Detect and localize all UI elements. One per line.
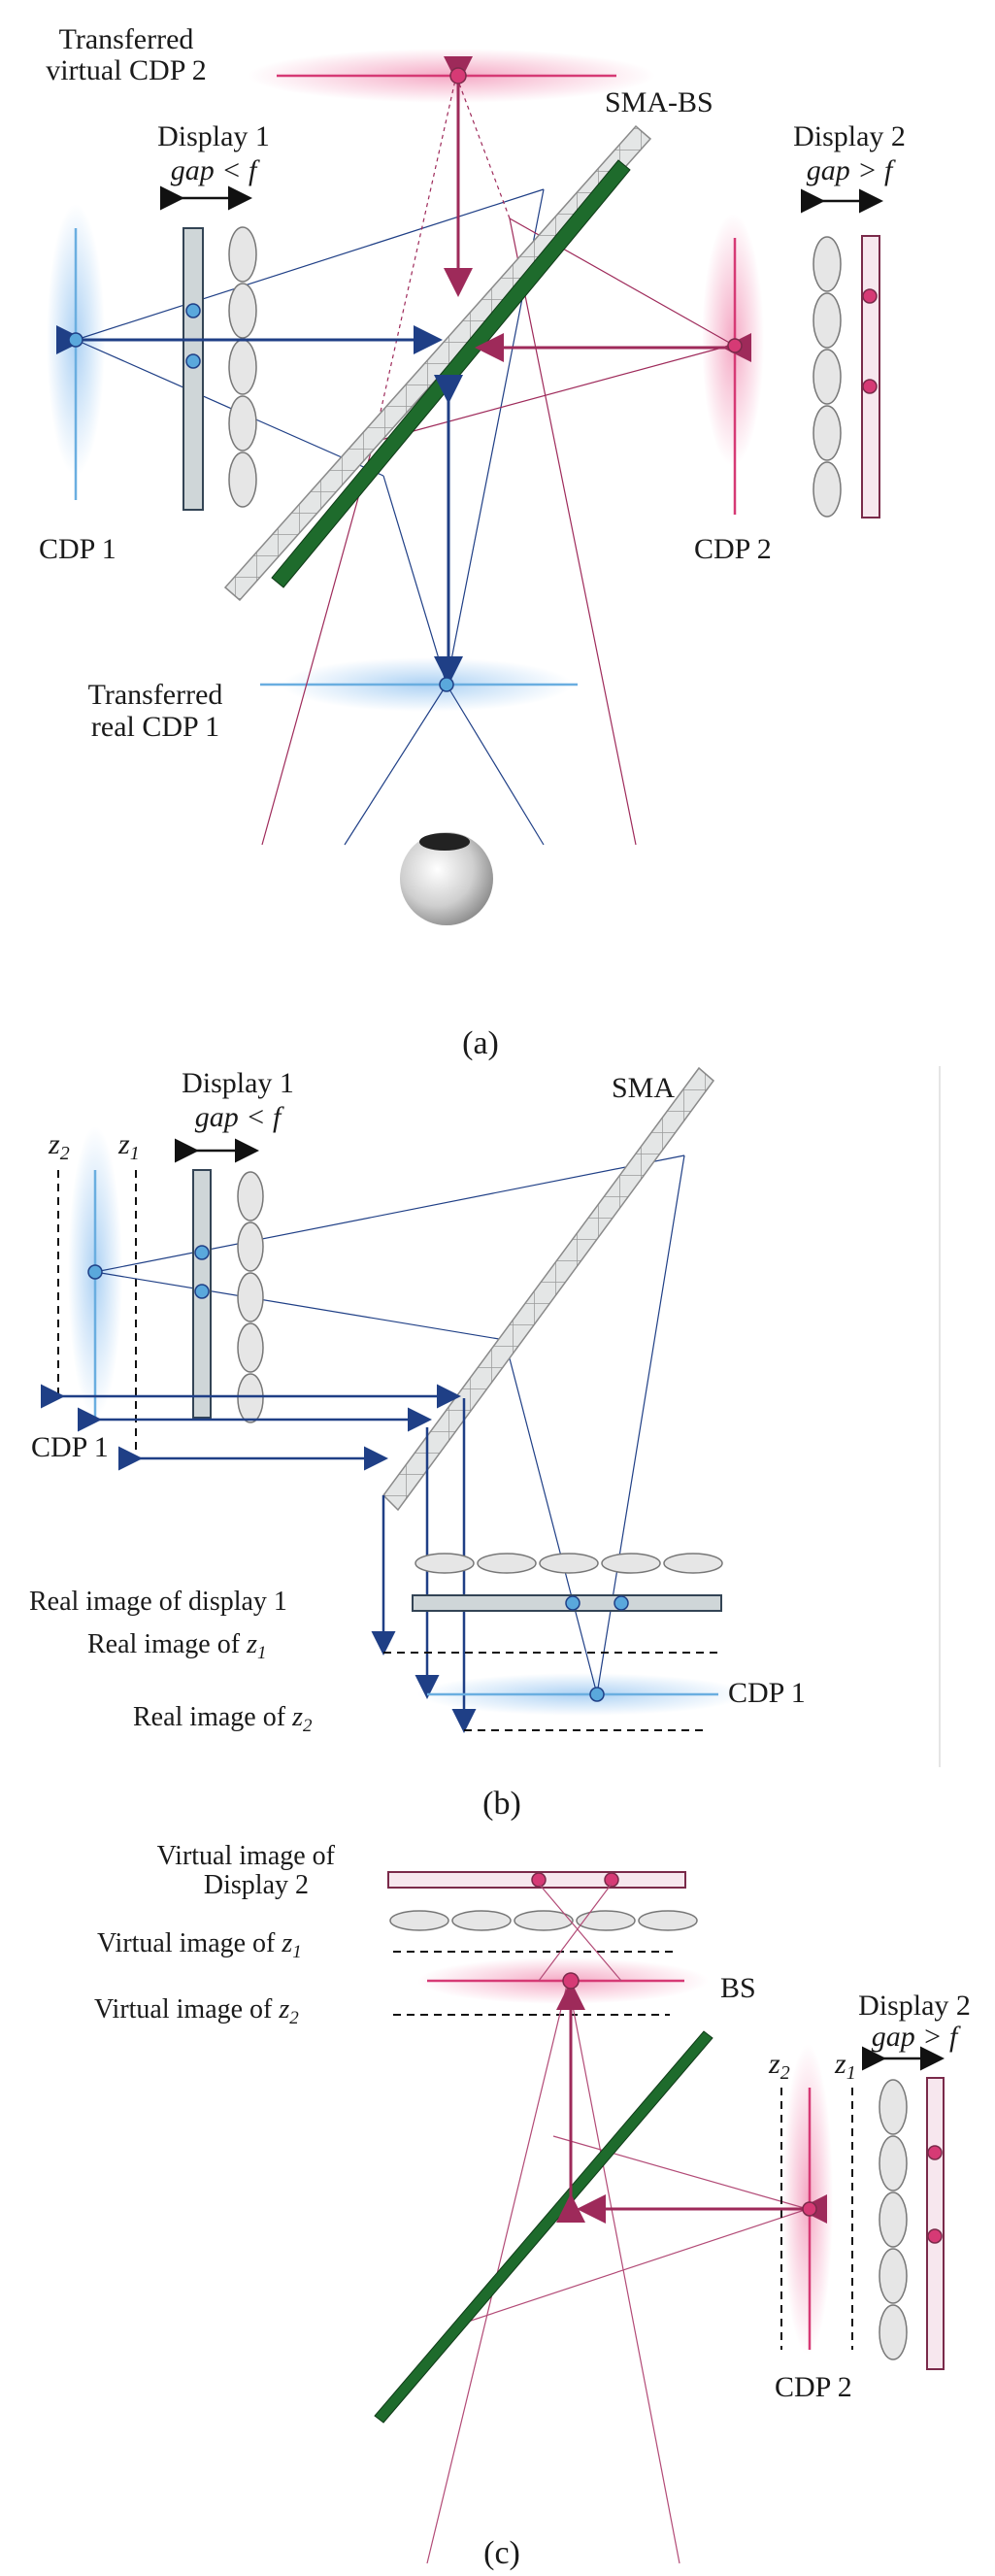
sma-bs-element	[223, 124, 652, 602]
display1-panel	[182, 227, 204, 511]
caption-c: (c)	[483, 2535, 520, 2571]
display1-pixel-b1	[194, 1245, 210, 1260]
display2-label-c: Display 2	[858, 1990, 971, 2022]
sma-bs-label: SMA-BS	[605, 86, 713, 118]
panel-c: Virtual image of Display 2 Virtual image…	[94, 1841, 971, 2571]
transferred-real-label-1: Transferred	[88, 679, 223, 711]
sma-label-b: SMA	[612, 1072, 675, 1104]
real-cdp1-point	[439, 677, 454, 692]
panel-b: Display 1 gap < f SMA z2 z1 CDP 1 Real i…	[29, 1066, 941, 1822]
z2-label-c: z2	[768, 2048, 790, 2084]
cdp2-point	[727, 338, 743, 353]
z2-label-b: z2	[48, 1128, 70, 1164]
sma-element-b	[382, 1066, 715, 1512]
display1-pixel-2	[185, 353, 201, 369]
display2-pixel-c1	[927, 2145, 943, 2160]
display2-pixel-c2	[927, 2228, 943, 2244]
display1-label: Display 1	[157, 120, 270, 152]
display1-gap-label-b: gap < f	[195, 1101, 284, 1133]
real-image-z1-label: Real image of z1	[87, 1629, 266, 1663]
display1-pixel-b2	[194, 1284, 210, 1299]
virtual-cdp2-point-c	[562, 1972, 580, 1990]
bs-label-c: BS	[720, 1972, 756, 2004]
virtual-image-label-1: Virtual image of	[157, 1841, 336, 1871]
display2-panel	[861, 235, 880, 519]
display1-gap-label: gap < f	[171, 154, 260, 186]
cdp2-glow-c	[782, 2044, 833, 2355]
cdp1-label: CDP 1	[39, 533, 116, 565]
cdp1-right-label-b: CDP 1	[728, 1677, 806, 1709]
virtual-image-pixel-2	[604, 1872, 619, 1888]
display2-pixel-2	[862, 379, 878, 394]
real-image-display1-label: Real image of display 1	[29, 1587, 287, 1617]
depth-arrows-b	[41, 1384, 477, 1733]
display2-label: Display 2	[793, 120, 906, 152]
cdp2-point-c	[802, 2201, 817, 2217]
transferred-virtual-label-1: Transferred	[59, 23, 194, 55]
real-cdp1-point-b	[589, 1687, 605, 1702]
rays-b	[94, 1154, 685, 1695]
panel-a: Transferred virtual CDP 2 SMA-BS Display…	[39, 23, 906, 1061]
virtual-image-z1-label: Virtual image of z1	[97, 1928, 302, 1962]
z1-label-b: z1	[117, 1128, 140, 1164]
cdp1-left-label-b: CDP 1	[31, 1431, 109, 1463]
z1-label-c: z1	[834, 2048, 856, 2084]
bs-element-c	[374, 2030, 713, 2424]
virtual-image-label-2: Display 2	[204, 1870, 309, 1900]
real-image-z2-label: Real image of z2	[133, 1702, 313, 1736]
display2-pixel-1	[862, 288, 878, 304]
display2-lenslets-c	[879, 2079, 908, 2360]
display1-pixel-1	[185, 303, 201, 318]
virtual-image-lenslets	[389, 1910, 698, 1931]
transferred-virtual-label-2: virtual CDP 2	[46, 54, 207, 86]
display1-lenslets-b	[237, 1171, 264, 1423]
transferred-real-label-2: real CDP 1	[91, 711, 219, 743]
caption-a: (a)	[462, 1025, 499, 1061]
cdp1-point-b	[87, 1264, 103, 1280]
display1-lenslets	[228, 226, 257, 508]
real-image-lenslets	[415, 1553, 723, 1574]
real-image-pixel-1	[565, 1595, 580, 1611]
cdp2-label-c: CDP 2	[775, 2371, 852, 2403]
caption-b: (b)	[482, 1786, 521, 1822]
display2-gap-label: gap > f	[807, 154, 896, 186]
virtual-image-pixel-1	[531, 1872, 547, 1888]
eye	[400, 832, 493, 925]
display2-gap-label-c: gap > f	[872, 2021, 961, 2053]
cdp2-label: CDP 2	[694, 533, 772, 565]
virtual-cdp2-point	[449, 67, 467, 84]
virtual-image-z2-label: Virtual image of z2	[94, 1994, 299, 2028]
display2-lenslets	[813, 236, 842, 518]
real-image-pixel-2	[614, 1595, 629, 1611]
display2-panel-c	[926, 2077, 945, 2370]
cdp1-point	[68, 332, 83, 348]
display1-label-b: Display 1	[182, 1067, 294, 1099]
